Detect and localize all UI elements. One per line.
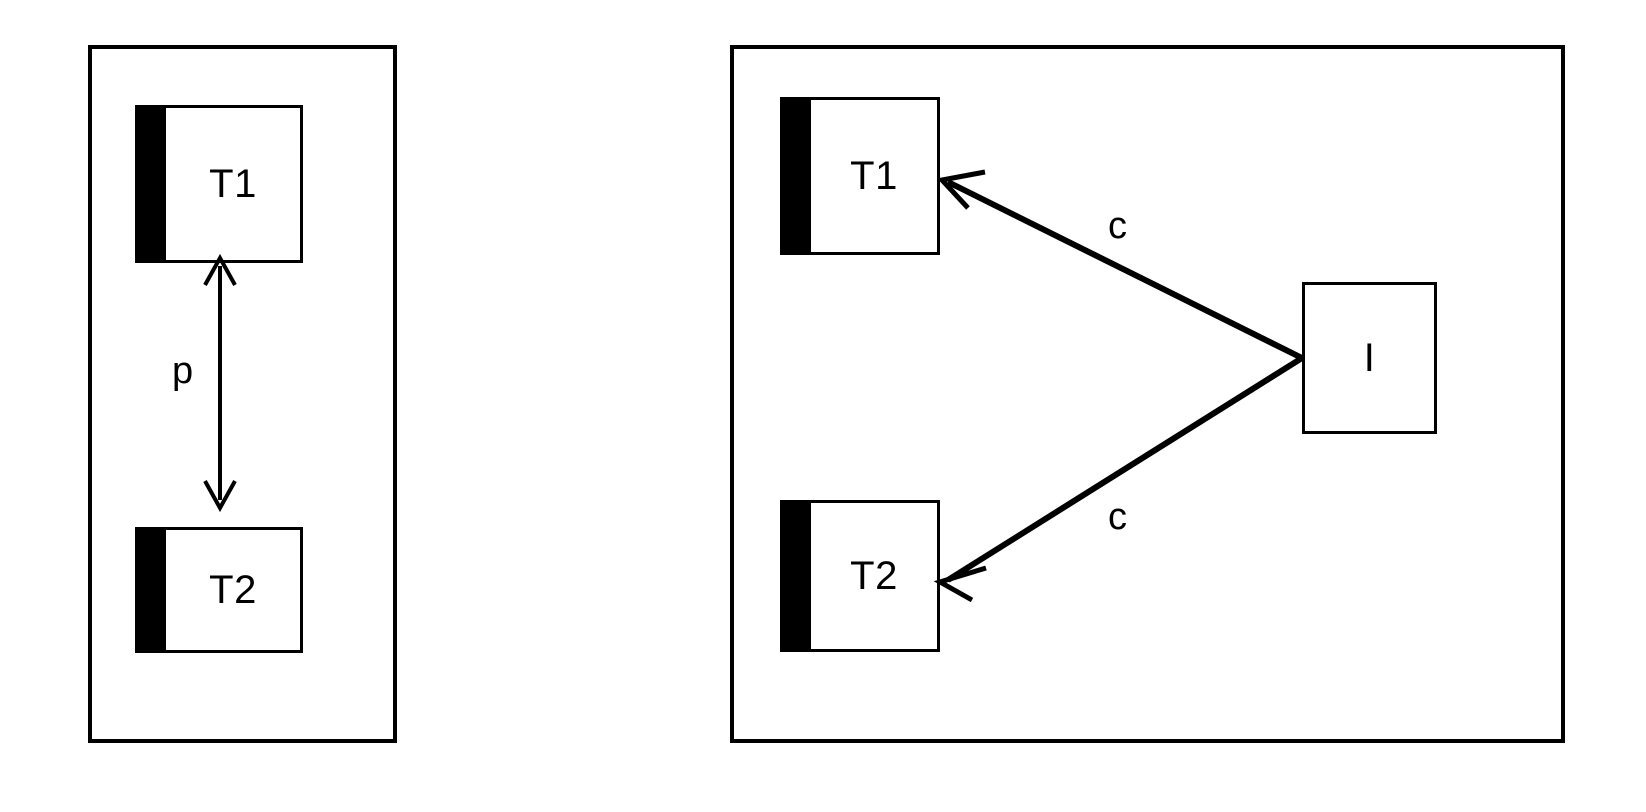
- right-panel-node-t1: T1: [780, 97, 940, 255]
- right-panel-node-i: I: [1302, 282, 1437, 434]
- component-side-bar-icon: [138, 530, 166, 650]
- node-label: T2: [209, 568, 257, 612]
- right-panel-edge-label-c-top: c: [1108, 205, 1127, 247]
- node-label: T1: [850, 154, 898, 198]
- node-label: I: [1363, 336, 1376, 380]
- node-label: T2: [850, 554, 898, 598]
- left-panel-node-t2: T2: [135, 527, 303, 653]
- component-side-bar-icon: [783, 503, 811, 649]
- right-panel-edge-label-c-bottom: c: [1108, 496, 1127, 538]
- left-panel-node-t1: T1: [135, 105, 303, 263]
- component-side-bar-icon: [138, 108, 166, 260]
- right-panel-node-t2: T2: [780, 500, 940, 652]
- node-label: T1: [209, 162, 257, 206]
- component-side-bar-icon: [783, 100, 811, 252]
- left-panel-edge-label-p: p: [172, 350, 194, 392]
